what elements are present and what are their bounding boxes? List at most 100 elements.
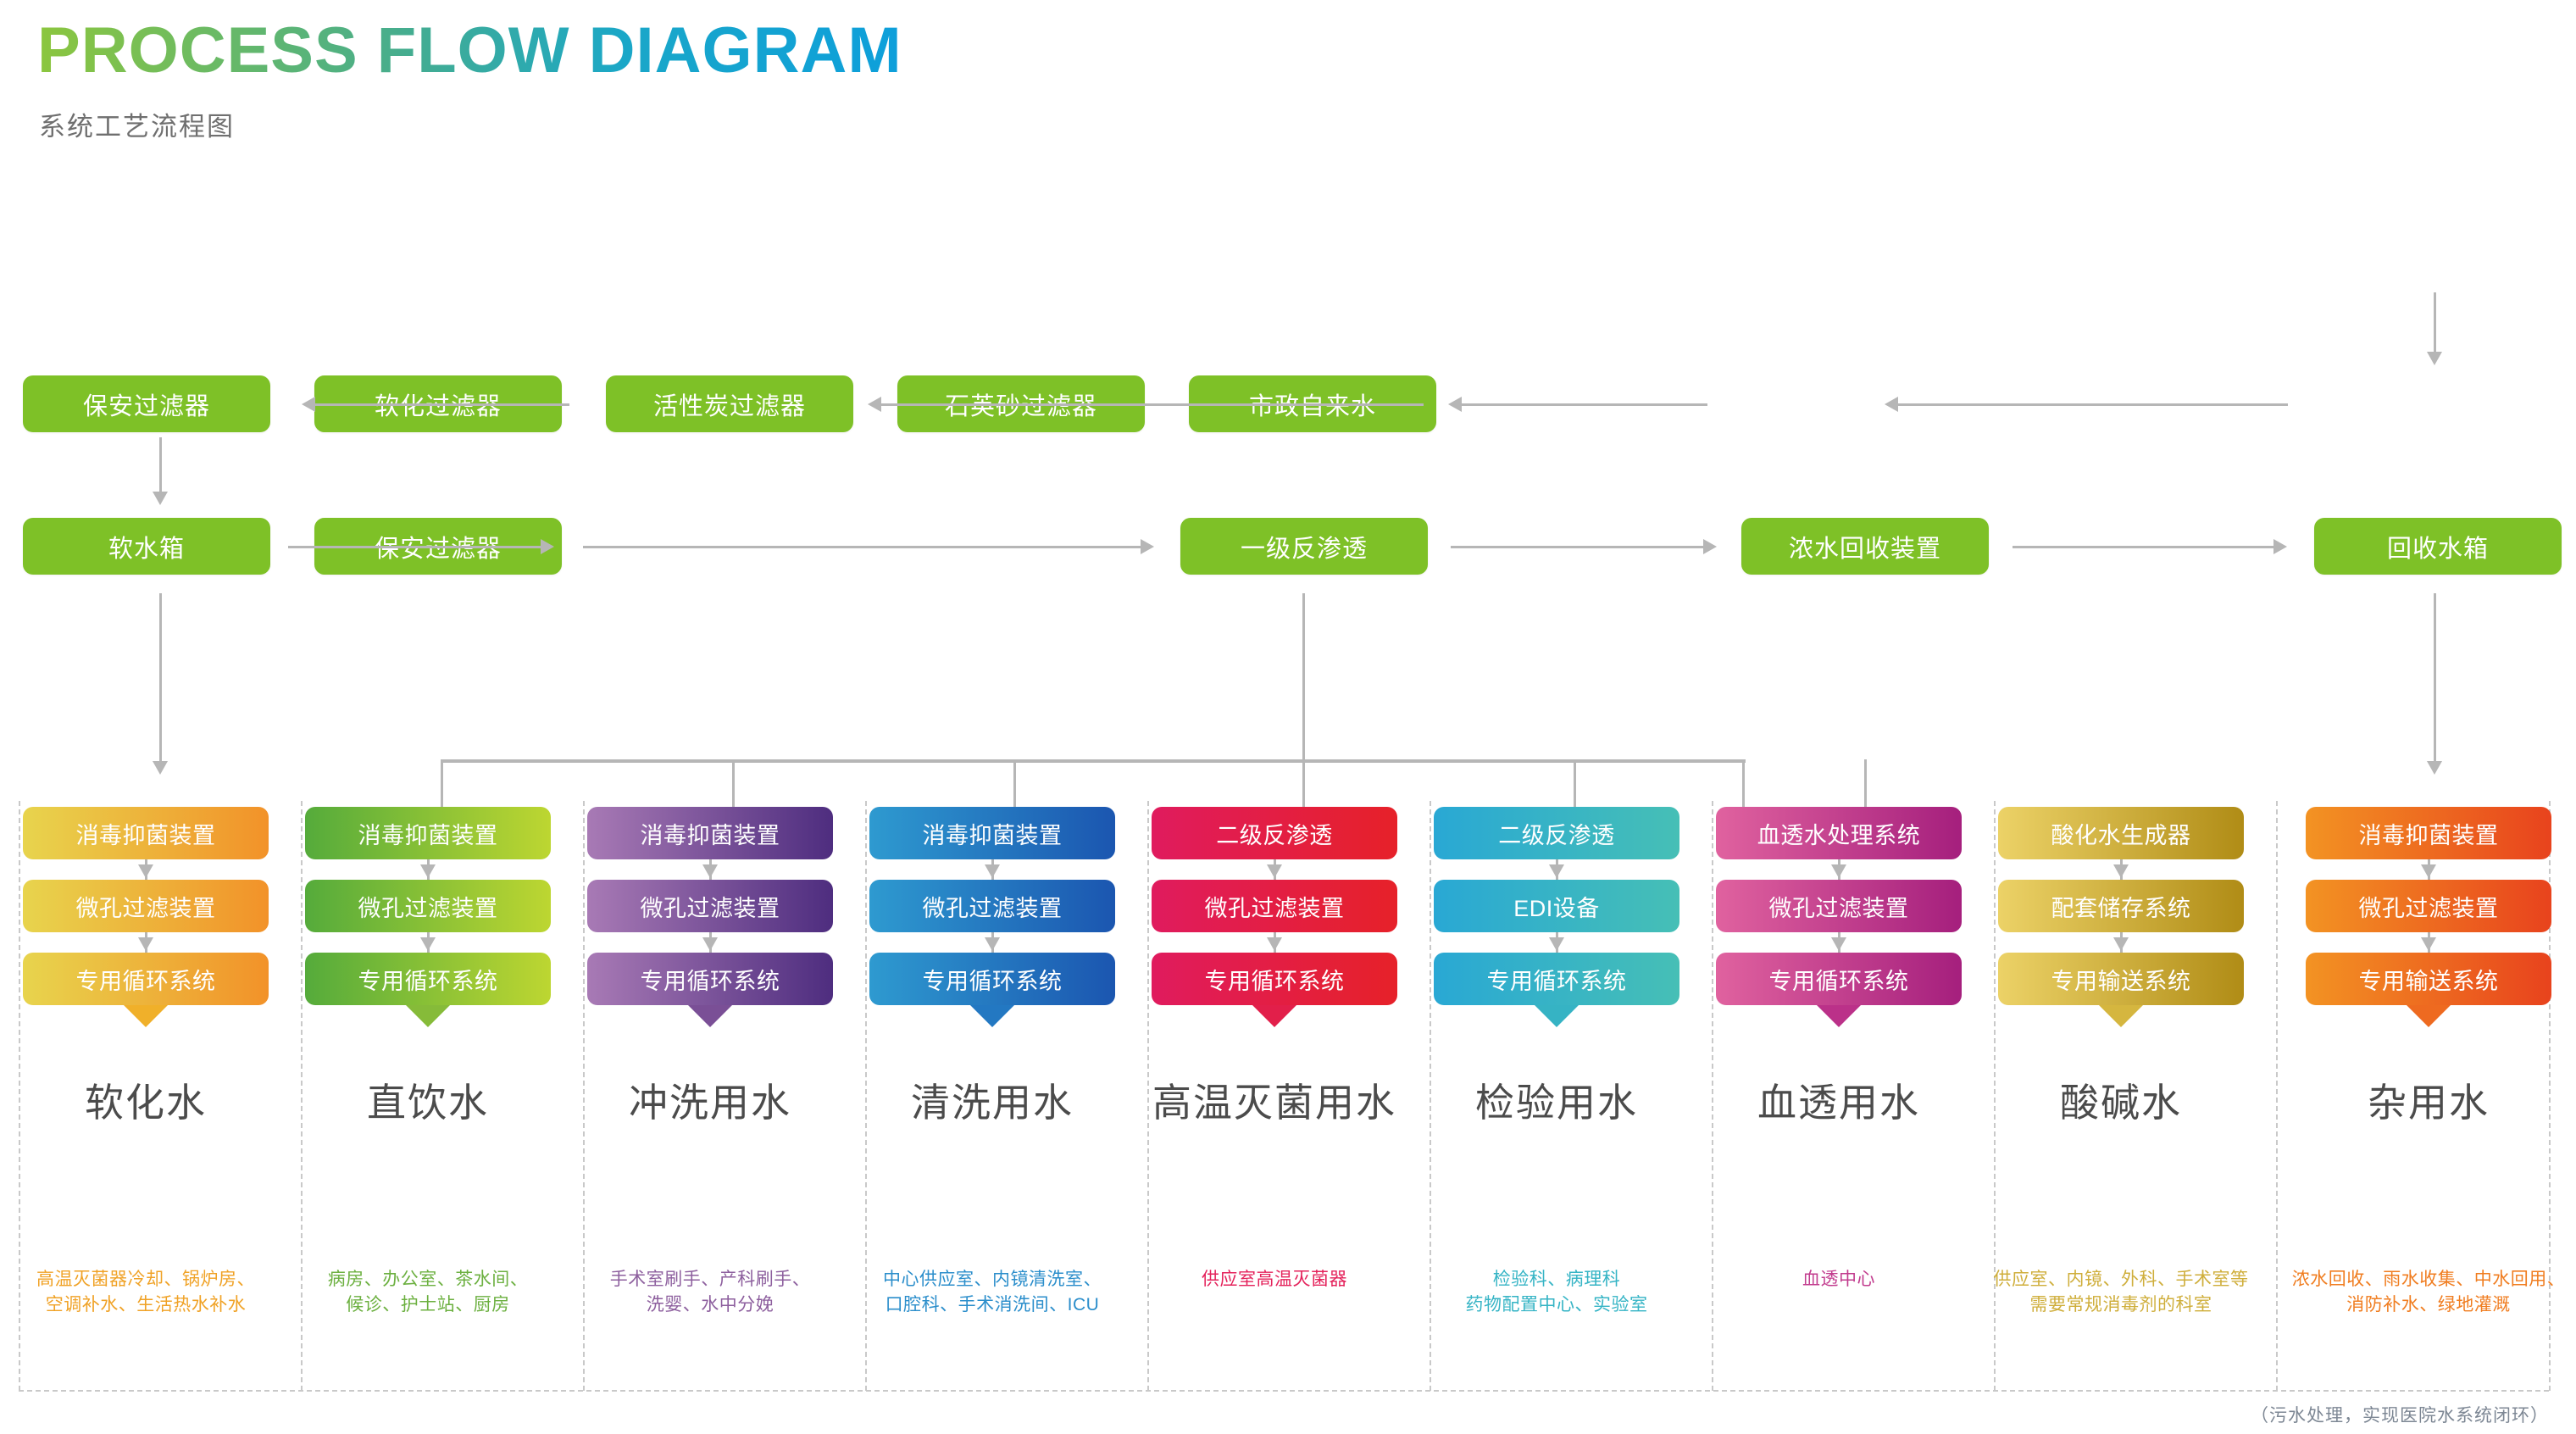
process-step-box[interactable]: 专用输送系统 [1998,953,2244,1005]
connector-recycletank-to-col9 [2434,593,2436,764]
bus-drop-col8 [1742,759,1745,841]
water-type-name: 酸碱水 [2060,1081,2182,1125]
arrowhead-r1-4to3-icon [1885,397,1898,412]
process-step-box[interactable]: 二级反渗透 [1434,807,1679,859]
process-step-box[interactable]: 酸化水生成器 [1998,807,2244,859]
process-step-box[interactable]: 专用循环系统 [23,953,269,1005]
pretreat-box-一级反渗透[interactable]: 一级反渗透 [1180,518,1428,575]
connector-ro-drop [1302,593,1305,761]
process-step-box[interactable]: 专用循环系统 [1716,953,1962,1005]
process-step-box[interactable]: 专用循环系统 [869,953,1115,1005]
distribution-bus [441,759,1746,763]
step-arrowhead-icon [1267,937,1282,951]
bus-drop-col7 [1864,759,1867,841]
step-arrowhead-icon [985,864,1000,878]
process-step-box[interactable]: 消毒抑菌装置 [2306,807,2551,859]
step-arrowhead-icon [985,937,1000,951]
process-step-box[interactable]: 专用循环系统 [305,953,551,1005]
usage-line: 供应室、内镜、外科、手术室等 [1993,1270,2249,1289]
output-notch-icon [2099,1005,2143,1027]
process-step-box[interactable]: 二级反渗透 [1152,807,1397,859]
arrowhead-r2-0to1-icon [541,539,554,554]
process-step-box[interactable]: 微孔过滤装置 [2306,880,2551,932]
output-notch-icon [688,1005,732,1027]
output-notch-icon [1252,1005,1296,1027]
process-step-box[interactable]: EDI设备 [1434,880,1679,932]
step-arrowhead-icon [138,937,153,951]
connector-r2-3to4 [2012,546,2275,548]
step-arrowhead-icon [2421,864,2436,878]
water-type-name: 软化水 [85,1081,207,1125]
usage-line: 需要常规消毒剂的科室 [2029,1295,2212,1315]
usage-description: 高温灭菌器冷却、锅炉房、空调补水、生活热水补水 [4,1267,287,1319]
process-step-box[interactable]: 微孔过滤装置 [23,880,269,932]
arrowhead-r1-3to2-icon [1448,397,1462,412]
connector-r1-2to1 [881,403,1424,406]
process-step-box[interactable]: 消毒抑菌装置 [23,807,269,859]
water-type-name: 杂用水 [2368,1081,2490,1125]
process-step-box[interactable]: 消毒抑菌装置 [869,807,1115,859]
arrowhead-r2-1to2-icon [1141,539,1154,554]
arrowhead-r1-1to0-icon [302,397,315,412]
usage-line: 供应室高温灭菌器 [1202,1270,1347,1289]
column-separator [2549,801,2551,1391]
step-arrowhead-icon [420,937,436,951]
usage-description: 血透中心 [1697,1267,1980,1292]
output-notch-icon [406,1005,450,1027]
pretreat-box-保安过滤器[interactable]: 保安过滤器 [23,375,270,432]
usage-line: 病房、办公室、茶水间、 [327,1270,529,1289]
column-separator [583,801,585,1391]
process-step-box[interactable]: 专用循环系统 [1152,953,1397,1005]
output-notch-icon [1817,1005,1861,1027]
page-title: PROCESS FLOW DIAGRAM [37,14,902,86]
water-type-name: 清洗用水 [911,1081,1074,1125]
process-step-box[interactable]: 微孔过滤装置 [587,880,833,932]
usage-description: 检验科、病理科药物配置中心、实验室 [1415,1267,1698,1319]
usage-line: 洗婴、水中分娩 [646,1295,774,1315]
arrowhead-recycletank-to-col9-icon [2427,761,2442,775]
arrowhead-softwater-to-col1-icon [153,761,168,775]
column-separator [865,801,867,1391]
column-separator [2276,801,2278,1391]
output-notch-icon [970,1005,1014,1027]
usage-line: 空调补水、生活热水补水 [45,1295,247,1315]
process-step-box[interactable]: 微孔过滤装置 [1716,880,1962,932]
process-step-box[interactable]: 配套储存系统 [1998,880,2244,932]
usage-line: 消防补水、绿地灌溉 [2346,1295,2511,1315]
process-step-box[interactable]: 微孔过滤装置 [869,880,1115,932]
connector-r2-0to1 [288,546,542,548]
connector-feed-municipal [2434,292,2436,353]
usage-description: 病房、办公室、茶水间、候诊、护士站、厨房 [286,1267,569,1319]
connector-r2-2to3 [1451,546,1705,548]
process-step-box[interactable]: 消毒抑菌装置 [305,807,551,859]
column-separator [1430,801,1431,1391]
process-step-box[interactable]: 微孔过滤装置 [1152,880,1397,932]
column-separator [19,801,20,1391]
column-separator [301,801,303,1391]
process-step-box[interactable]: 专用输送系统 [2306,953,2551,1005]
process-step-box[interactable]: 专用循环系统 [587,953,833,1005]
step-arrowhead-icon [420,864,436,878]
pretreat-box-活性炭过滤器[interactable]: 活性炭过滤器 [606,375,853,432]
output-notch-icon [2407,1005,2451,1027]
column-separator [1147,801,1149,1391]
bus-drop-col6 [1574,759,1576,841]
connector-r1-4to3 [1898,403,2288,406]
process-step-box[interactable]: 微孔过滤装置 [305,880,551,932]
bus-drop-col4 [1013,759,1016,841]
pretreat-box-浓水回收装置[interactable]: 浓水回收装置 [1741,518,1989,575]
pretreat-box-回收水箱[interactable]: 回收水箱 [2314,518,2562,575]
usage-line: 浓水回收、雨水收集、中水回用、 [2291,1270,2566,1289]
usage-line: 检验科、病理科 [1492,1270,1621,1289]
process-step-box[interactable]: 专用循环系统 [1434,953,1679,1005]
step-arrowhead-icon [2113,864,2129,878]
bus-drop-col2 [441,759,443,841]
step-arrowhead-icon [1831,864,1846,878]
usage-line: 药物配置中心、实验室 [1465,1295,1648,1315]
page-subtitle: 系统工艺流程图 [39,112,235,142]
process-step-box[interactable]: 血透水处理系统 [1716,807,1962,859]
process-step-box[interactable]: 消毒抑菌装置 [587,807,833,859]
pretreat-box-软水箱[interactable]: 软水箱 [23,518,270,575]
water-type-name: 冲洗用水 [629,1081,791,1125]
